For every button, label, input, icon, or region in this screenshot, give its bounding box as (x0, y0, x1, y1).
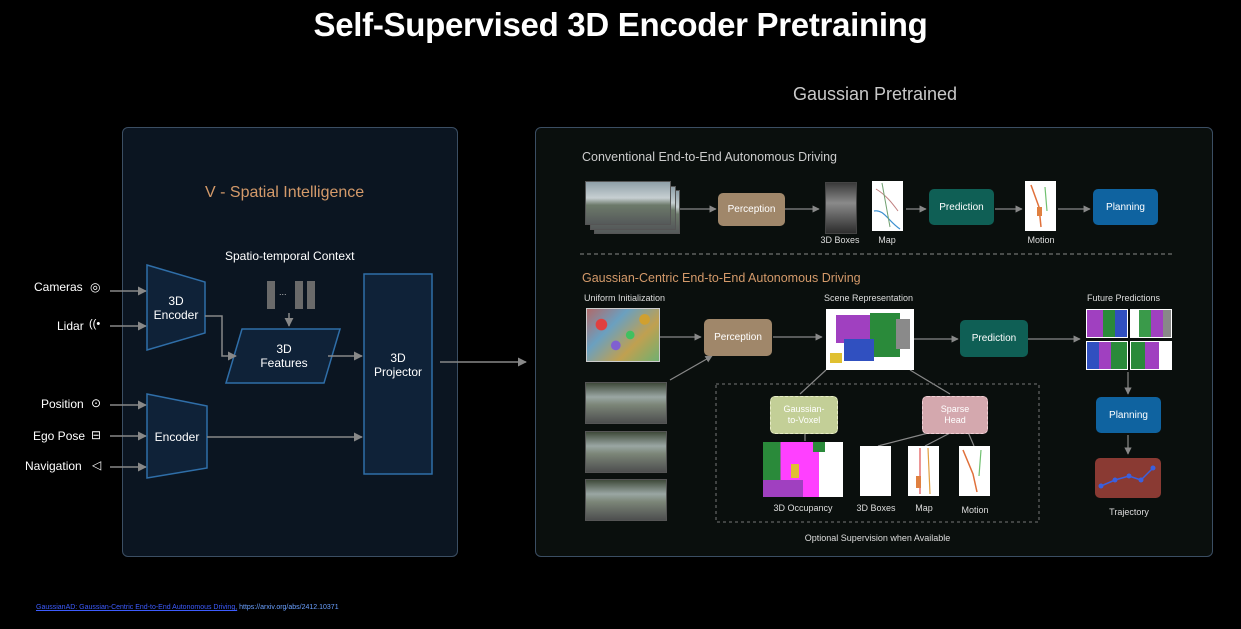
ego-pose-label: Ego Pose (33, 429, 86, 443)
3d-occupancy-image (763, 442, 843, 497)
gauss-map-label: Map (915, 503, 933, 513)
citation-footer: GaussianAD: Gaussian-Centric End-to-End … (36, 604, 339, 611)
gauss-motion-image (959, 446, 990, 496)
sparse-head-box: Sparse Head (922, 396, 988, 434)
conv-map-label: Map (878, 235, 896, 245)
gauss-prediction-box: Prediction (960, 320, 1028, 357)
gauss-motion-label: Motion (961, 505, 989, 515)
3d-features-label: 3D Features (260, 342, 308, 370)
optional-supervision-label: Optional Supervision when Available (804, 533, 951, 543)
gaussian-pretrained-title: Gaussian Pretrained (792, 84, 958, 104)
gauss-occupancy-label: 3D Occupancy (773, 503, 833, 513)
context-bar-2 (295, 281, 303, 309)
uniform-init-image (586, 308, 660, 362)
3d-projector-shape (363, 273, 433, 475)
conv-3d-boxes-label: 3D Boxes (820, 235, 860, 245)
future-pred-image-3 (1086, 341, 1128, 370)
spatial-intelligence-title: V - Spatial Intelligence (205, 184, 365, 201)
3d-projector-label: 3D Projector (373, 351, 423, 379)
conventional-title: Conventional End-to-End Autonomous Drivi… (582, 150, 838, 164)
navigation-arrow-icon: ◁ (92, 458, 102, 472)
lidar-label: Lidar (57, 319, 84, 333)
location-pin-icon: ⊙ (91, 396, 102, 410)
gaussian-to-voxel-box: Gaussian- to-Voxel (770, 396, 838, 434)
gauss-3d-boxes-image (860, 446, 891, 496)
future-pred-image-1 (1086, 309, 1128, 338)
3d-encoder-shape (146, 263, 206, 352)
3d-features-shape (224, 328, 342, 384)
encoder-to-features-arrow (205, 315, 237, 361)
gauss-camera-image-1 (585, 382, 667, 424)
context-bar-3 (307, 281, 315, 309)
page-title: Self-Supervised 3D Encoder Pretraining (313, 6, 928, 43)
lidar-icon: ((• (89, 318, 101, 330)
gauss-camera-image-3 (585, 479, 667, 521)
navigation-label: Navigation (25, 459, 82, 473)
paper-url: https://arxiv.org/abs/2412.10371 (237, 604, 339, 611)
gauss-camera-image-2 (585, 431, 667, 473)
conv-3d-boxes-image (825, 182, 857, 234)
future-pred-label: Future Predictions (1087, 293, 1161, 303)
conv-perception-box: Perception (718, 193, 785, 226)
context-dots: ... (279, 287, 287, 297)
context-label: Spatio-temporal Context (225, 249, 355, 263)
conv-prediction-box: Prediction (929, 189, 994, 225)
gauss-perception-box: Perception (704, 319, 772, 356)
conv-motion-image (1025, 181, 1056, 231)
conv-map-image (872, 181, 903, 231)
gauss-map-image (908, 446, 939, 496)
trajectory-image (1095, 458, 1161, 498)
encoder-label: Encoder (154, 430, 200, 444)
conv-planning-box: Planning (1093, 189, 1158, 225)
cameras-label: Cameras (34, 280, 83, 294)
conv-motion-label: Motion (1027, 235, 1055, 245)
position-label: Position (41, 397, 84, 411)
camera-icon: ◎ (90, 280, 101, 294)
scene-rep-label: Scene Representation (824, 293, 914, 303)
gauss-3d-boxes-label: 3D Boxes (856, 503, 896, 513)
future-pred-image-2 (1130, 309, 1172, 338)
car-icon: ⊟ (91, 428, 102, 442)
context-bar-1 (267, 281, 275, 309)
paper-link[interactable]: GaussianAD: Gaussian-Centric End-to-End … (36, 604, 238, 611)
gaussian-title: Gaussian-Centric End-to-End Autonomous D… (582, 271, 861, 285)
optional-supervision-box (715, 383, 1040, 523)
camera-stack-image-front (585, 181, 671, 225)
encoder-shape (146, 393, 208, 479)
3d-encoder-label: 3D Encoder (153, 294, 199, 322)
scene-representation-image (826, 309, 914, 370)
gauss-planning-box: Planning (1096, 397, 1161, 433)
uniform-init-label: Uniform Initialization (584, 293, 666, 303)
trajectory-label: Trajectory (1109, 507, 1149, 517)
future-pred-image-4 (1130, 341, 1172, 370)
